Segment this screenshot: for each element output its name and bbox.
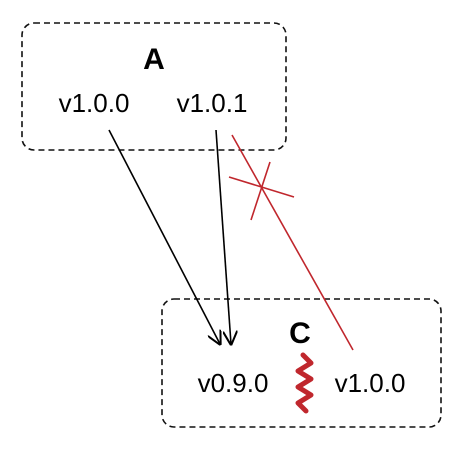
- dependency-arrow-a101-to-c090: [215, 129, 231, 344]
- package-a-group: A v1.0.0 v1.0.1: [21, 22, 287, 151]
- package-c-group: C v0.9.0 v1.0.0: [161, 298, 442, 428]
- package-a-version-2: v1.0.1: [177, 88, 248, 118]
- package-c-version-1: v0.9.0: [198, 368, 269, 398]
- zigzag-separator-icon: [295, 352, 314, 414]
- rejected-dependency-line: [231, 134, 354, 351]
- package-a-box: [21, 22, 287, 151]
- package-a-version-1: v1.0.0: [59, 88, 130, 118]
- package-a-title: A: [143, 43, 165, 76]
- x-cross-icon: [228, 161, 295, 221]
- dependency-arrow-a100-to-c090: [108, 129, 220, 344]
- package-c-title: C: [289, 317, 311, 350]
- package-c-version-2: v1.0.0: [335, 368, 406, 398]
- package-c-box: [161, 298, 442, 428]
